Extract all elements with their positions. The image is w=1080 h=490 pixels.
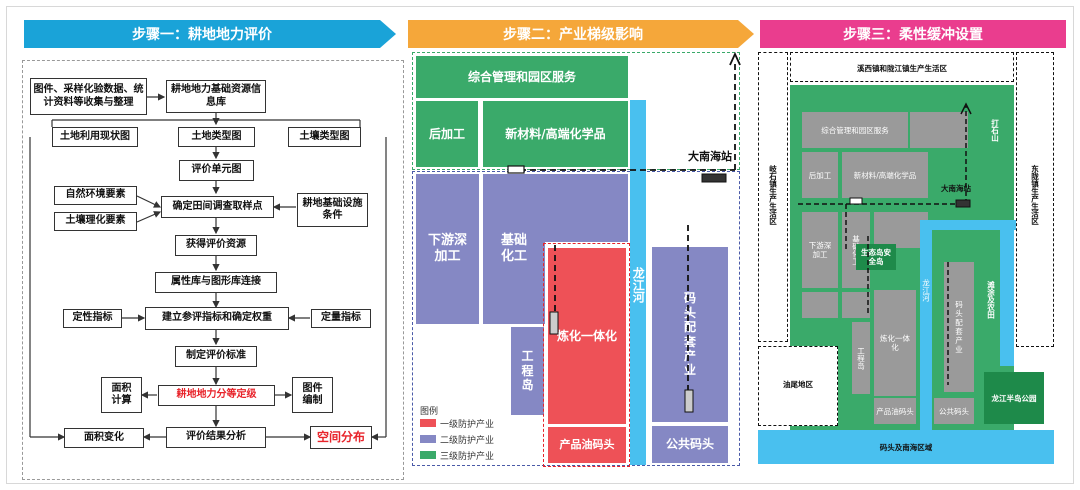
step2-arrow [738, 20, 754, 48]
result-box: 评价结果分析 [166, 427, 266, 448]
spatial-box: 空间分布 [310, 426, 372, 449]
database-box: 耕地地力基础资源信息库 [166, 80, 266, 113]
sampling-box: 确定田间调查取样点 [161, 196, 274, 218]
downstream-block: 下游深加工 [416, 174, 479, 324]
river-strip [630, 100, 646, 465]
m3-river-label: 龙江河 [921, 278, 931, 302]
m3-downstream: 下游深加工 [802, 212, 838, 288]
top-village-label: 溪西镇和陇江镇生产生活区 [857, 63, 947, 73]
m3-eco-island: 生态岛安全岛 [856, 244, 896, 270]
landuse-box: 土地利用现状图 [52, 127, 138, 147]
m3-refinery: 炼化一体化 [874, 290, 916, 396]
oil-wharf-block: 产品油码头 [548, 427, 626, 463]
m3-beach-label: 滩涂及农田 [986, 281, 996, 319]
quantitative-box: 定量指标 [311, 309, 371, 328]
m3-gray-basic-2 [874, 212, 928, 248]
m3-station: 大南海站 [934, 170, 978, 206]
refinery-block: 炼化一体化 [548, 248, 626, 424]
area-calc-box: 面积计算 [101, 377, 142, 413]
map-edit-box: 图件编制 [292, 377, 333, 413]
m3-publicwharf: 公共码头 [934, 398, 974, 424]
m3-gray-row3b [842, 292, 870, 318]
step2-banner: 步骤二：产业梯级影响 [408, 20, 738, 48]
newmat-block: 新材料/高端化学品 [483, 101, 628, 167]
collect-box: 图件、采样化验数据、统计资料等收集与整理 [30, 78, 147, 115]
legend-title: 图例 [420, 407, 439, 417]
m3-railway-lines [798, 102, 972, 385]
green-buffer-right [978, 85, 1014, 225]
public-wharf-block: 公共码头 [652, 426, 728, 463]
admin-block: 综合管理和园区服务 [416, 56, 628, 98]
attr-link-box: 属性库与图形库连接 [155, 272, 277, 293]
nature-box: 自然环境要素 [54, 186, 137, 205]
basic-chem-block: 基础化工 [483, 174, 545, 324]
step1-banner: 步骤一：耕地地力评价 [24, 20, 380, 48]
station-label: 大南海站 [688, 150, 732, 163]
legend-label-2: 二级防护产业 [440, 436, 495, 446]
m3-river-horizontal [920, 220, 1016, 230]
railway-lines [507, 51, 741, 413]
m3-post: 后加工 [802, 152, 838, 198]
soiltype-box: 土壤类型图 [288, 127, 361, 147]
m3-blue-right [1000, 226, 1014, 366]
left-village-label: 岐石镇生产生活区 [768, 165, 778, 225]
infra-box: 耕地基础设施条件 [297, 193, 368, 227]
legend-swatch-2 [420, 435, 436, 443]
m3-newmat: 新材料/高端化学品 [842, 152, 928, 198]
oilfield-zone [758, 346, 838, 426]
river-label: 龙江河 [631, 267, 646, 303]
resource-box: 获得评价资源 [175, 235, 257, 256]
m3-oilwharf: 产品油码头 [874, 398, 916, 424]
m3-dock: 码头配套产业 [944, 262, 974, 392]
right-village-zone [1016, 52, 1054, 347]
figure-frame [6, 6, 1074, 484]
m3-park: 龙江半岛公园 [984, 372, 1044, 424]
tier2-zone-border [412, 171, 740, 466]
qualitative-box: 定性指标 [63, 309, 122, 328]
legend-label-1: 一级防护产业 [440, 420, 495, 430]
flowchart-border [22, 60, 404, 480]
legend-swatch-3 [420, 451, 436, 459]
step3-banner: 步骤三：柔性缓冲设置 [760, 20, 1066, 48]
oilfield-label: 油尾地区 [783, 379, 813, 389]
legend-swatch-1 [420, 419, 436, 427]
standard-box: 制定评价标准 [175, 346, 257, 367]
unit-box: 评价单元图 [179, 160, 254, 181]
dock-industry-block: 码头配套产业 [652, 247, 728, 422]
m3-gray-upper-right [910, 112, 968, 148]
engineering-island-block: 工程岛 [511, 327, 544, 415]
flowchart-connectors [29, 93, 387, 441]
m3-gray-row3 [802, 292, 838, 318]
right-village-label: 东陇镇生产生活区 [1030, 165, 1040, 225]
tier1-zone-border [543, 243, 630, 467]
m3-bottom-sea: 码头及南海区域 [758, 430, 1054, 464]
grading-box: 耕地地力分等定级 [158, 385, 275, 406]
m3-quarry: 打石山 [990, 118, 1000, 142]
post-process-block: 后加工 [416, 101, 478, 167]
m3-engisland: 工程岛 [852, 322, 870, 394]
left-village-zone [758, 52, 788, 342]
index-weight-box: 建立参评指标和确定权重 [145, 307, 289, 330]
m3-admin: 综合管理和园区服务 [802, 112, 908, 148]
m3-river-vertical [920, 224, 932, 430]
basic-chem-extension [545, 174, 628, 242]
step1-arrow [380, 20, 396, 48]
area-change-box: 面积变化 [64, 428, 144, 448]
top-village-zone [790, 52, 1014, 82]
soilchem-box: 土壤理化要素 [54, 212, 137, 231]
landtype-box: 土地类型图 [178, 127, 255, 147]
legend-label-3: 三级防护产业 [440, 452, 495, 462]
